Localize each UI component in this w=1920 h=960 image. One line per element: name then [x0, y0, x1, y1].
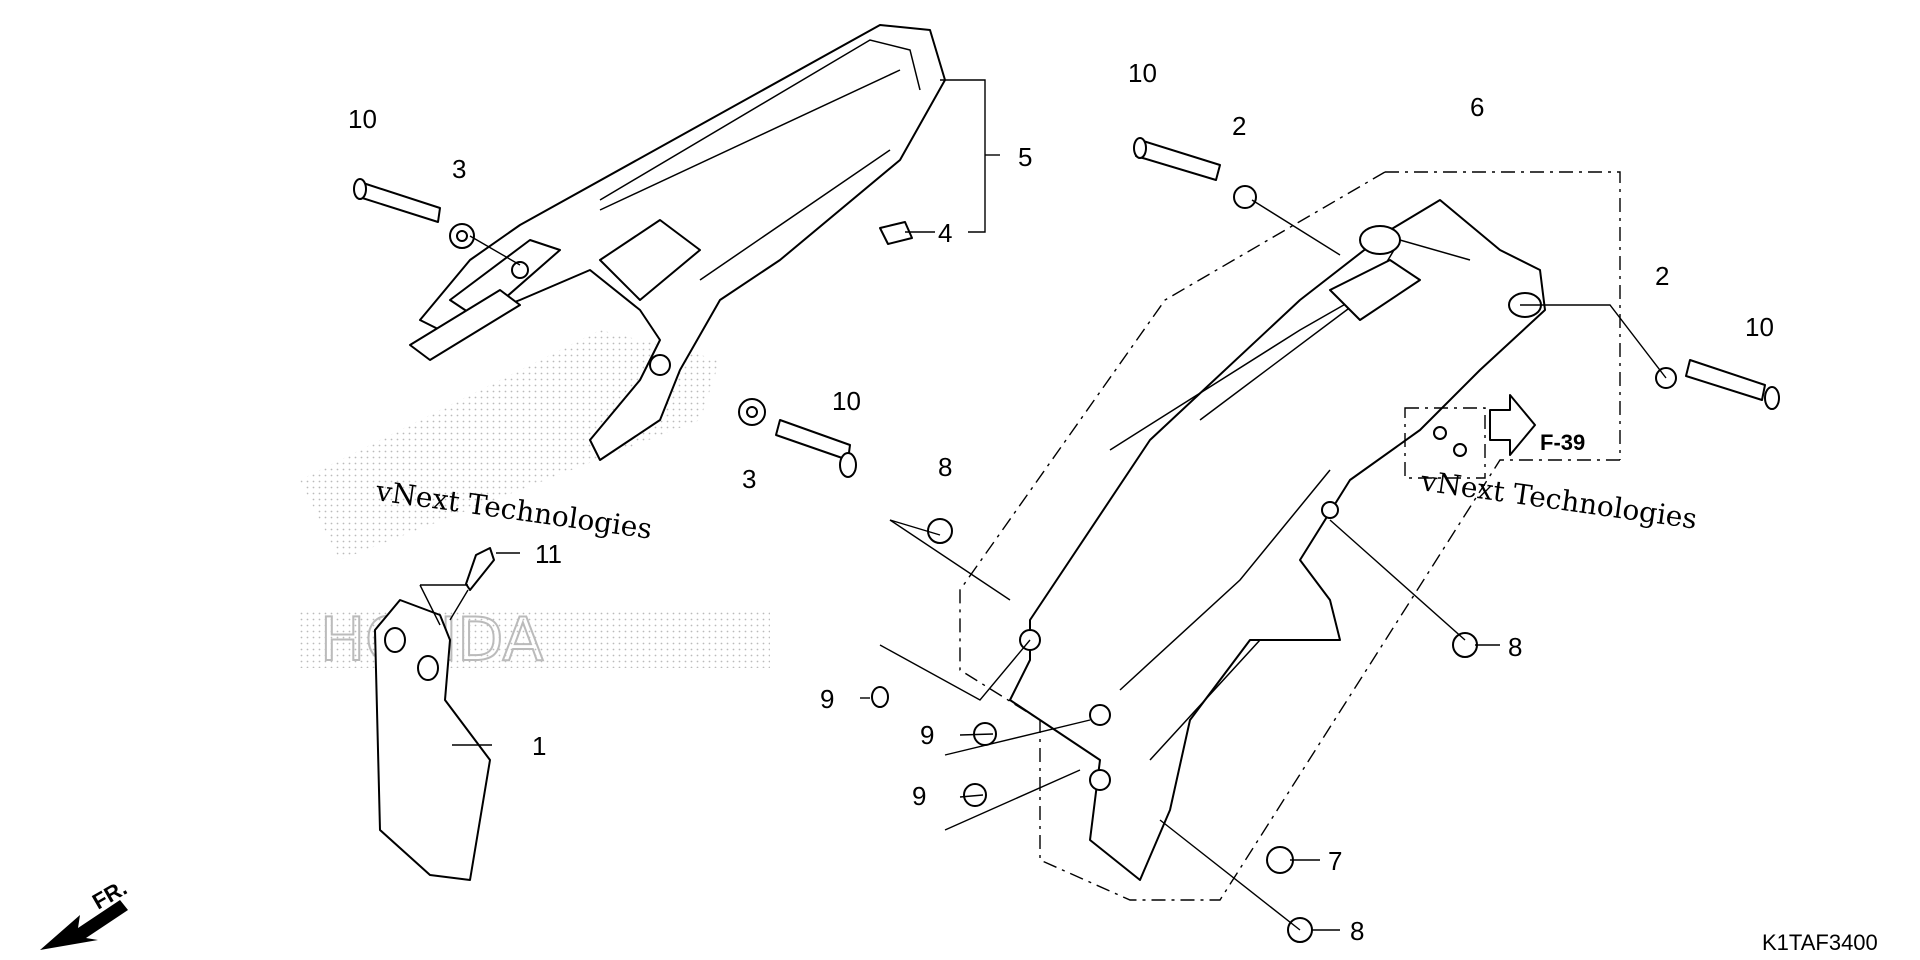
callout-10c: 10	[1128, 58, 1157, 88]
callout-10a: 10	[348, 104, 377, 134]
callout-11: 11	[535, 539, 562, 569]
reference-label: F-39	[1540, 430, 1585, 455]
callout-4: 4	[938, 218, 952, 248]
callout-2b: 2	[1655, 261, 1669, 291]
callout-10b: 10	[832, 386, 861, 416]
callout-8c: 8	[1350, 916, 1364, 946]
watermark-stipple-left	[300, 330, 720, 560]
seat-cowl-part	[409, 24, 946, 461]
leader-lines	[419, 79, 1667, 931]
watermark-text-right: vNext Technologies	[1418, 464, 1699, 536]
bolt-group-right	[871, 137, 1780, 943]
callout-9a: 9	[820, 684, 834, 714]
callout-3b: 3	[742, 464, 756, 494]
callout-8b: 8	[1508, 632, 1522, 662]
reference-box	[1404, 407, 1486, 479]
mudflap-part	[374, 547, 495, 881]
callout-6: 6	[1470, 92, 1484, 122]
front-arrow-icon	[40, 900, 128, 950]
callout-5: 5	[1018, 142, 1032, 172]
callout-8a: 8	[938, 452, 952, 482]
diagram-code: K1TAF3400	[1762, 930, 1878, 955]
callout-3a: 3	[452, 154, 466, 184]
callout-1: 1	[532, 731, 546, 761]
rear-fender-part	[1009, 199, 1546, 881]
callout-7: 7	[1328, 846, 1342, 876]
callout-9b: 9	[920, 720, 934, 750]
callout-10d: 10	[1745, 312, 1774, 342]
assembly-boundary	[959, 171, 1621, 901]
bolt-group-left	[353, 178, 857, 478]
callout-2a: 2	[1232, 111, 1246, 141]
callout-9c: 9	[912, 781, 926, 811]
watermark: HONDA vNext Technologies vNext Technolog…	[300, 330, 1699, 676]
reference-arrow: F-39	[1489, 394, 1585, 456]
callout-numbers: 10 3 5 4 10 3 11 1 10 2 6 2 10 8 8 9 9 9…	[348, 58, 1774, 946]
front-direction-indicator: FR.	[40, 875, 131, 950]
clip-part	[879, 221, 913, 245]
